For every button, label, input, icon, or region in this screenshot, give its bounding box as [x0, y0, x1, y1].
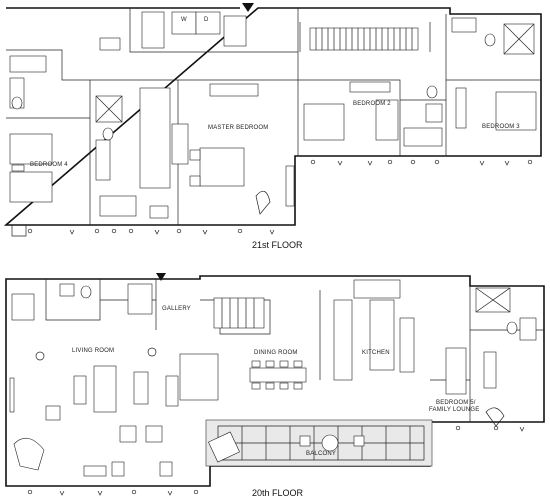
nightstand-icon	[11, 164, 25, 172]
ottoman-icon	[149, 205, 169, 219]
room-label-bedroom-4: BEDROOM 4	[30, 162, 68, 168]
dresser-icon	[349, 81, 391, 93]
table-icon	[83, 465, 107, 477]
bed-icon	[495, 91, 537, 131]
toilet-icon	[11, 96, 23, 110]
room-label-family-lounge: FAMILY LOUNGE	[429, 407, 480, 413]
closet	[127, 283, 153, 315]
sofa-icon	[445, 347, 467, 395]
room-label-kitchen: KITCHEN	[362, 350, 390, 356]
chair-icon	[45, 405, 61, 421]
washer-label: W	[181, 17, 187, 23]
table-icon	[483, 351, 497, 389]
upper-exterior-wall	[3, 7, 542, 226]
closet	[99, 37, 121, 51]
sofa-icon	[133, 371, 149, 405]
kitchen-counter	[333, 299, 353, 381]
toilet-icon	[426, 85, 438, 99]
lower-entry-arrow	[156, 273, 166, 281]
bookcase-icon	[165, 375, 179, 407]
lower-exterior-wall	[5, 275, 545, 487]
chair-icon	[485, 407, 505, 427]
toilet-icon	[506, 321, 518, 335]
piano-icon	[13, 437, 45, 471]
bathtub-icon	[403, 127, 443, 147]
upper-stair	[309, 27, 419, 51]
bed-icon	[199, 147, 245, 187]
room-label-dining-room: DINING ROOM	[254, 350, 298, 356]
sofa-icon	[93, 365, 117, 413]
vanity-icon	[519, 317, 537, 341]
closet	[375, 99, 399, 141]
bathtub-icon	[9, 55, 47, 73]
table-icon	[73, 375, 87, 405]
lower-stair	[213, 297, 265, 329]
upper-interior-walls	[6, 8, 541, 237]
lower-floor-plan	[5, 273, 545, 496]
kitchen-island	[353, 279, 401, 299]
chair-icon	[255, 190, 271, 215]
kitchen-island	[369, 299, 395, 371]
upper-entry-arrow	[242, 3, 254, 12]
vanity-icon	[59, 283, 75, 297]
chair-icon	[111, 461, 125, 477]
dryer-label: D	[204, 17, 209, 23]
bathtub-icon	[99, 195, 137, 217]
dryer-icon	[195, 11, 221, 35]
lower-window-markers	[27, 425, 525, 496]
dining-table-icon	[249, 367, 307, 383]
bed-icon	[9, 133, 53, 165]
chair-icon	[159, 461, 173, 477]
sofa-icon	[179, 353, 219, 401]
toilet-icon	[80, 285, 92, 299]
dresser-icon	[171, 123, 189, 165]
room-label-bedroom-3: BEDROOM 3	[482, 124, 520, 130]
floor-title-20th: 20th FLOOR	[252, 488, 304, 498]
dresser-icon	[455, 87, 467, 129]
floor-title-21st: 21st FLOOR	[252, 240, 303, 250]
lamp-icon	[35, 351, 45, 361]
chair-icon	[119, 425, 137, 443]
room-label-master-bedroom: MASTER BEDROOM	[208, 125, 269, 131]
desk-icon	[285, 165, 295, 207]
kitchen-counter	[399, 317, 415, 373]
closet	[11, 293, 35, 321]
vanity-icon	[425, 103, 443, 123]
chair-icon	[145, 425, 163, 443]
closet	[139, 87, 171, 189]
closet	[141, 11, 165, 49]
room-label-balcony: BALCONY	[306, 451, 337, 457]
console-icon	[9, 377, 15, 413]
bed-icon	[303, 103, 345, 141]
upper-floor-plan	[3, 3, 542, 237]
vanity-icon	[95, 139, 111, 181]
nightstand-icon	[189, 149, 201, 161]
upper-window-markers	[27, 159, 533, 235]
lamp-icon	[147, 347, 157, 357]
room-label-gallery: GALLERY	[162, 306, 191, 312]
dresser-icon	[209, 83, 259, 97]
balcony	[205, 419, 433, 467]
toilet-icon	[102, 127, 114, 141]
room-label-bedroom-5: BEDROOM 5/	[436, 400, 476, 406]
room-label-bedroom-2: BEDROOM 2	[353, 101, 391, 107]
room-label-living-room: LIVING ROOM	[72, 348, 115, 354]
vanity-icon	[451, 17, 477, 33]
dining-chairs	[251, 360, 303, 390]
toilet-icon	[484, 33, 496, 47]
nightstand-icon	[189, 175, 201, 187]
bed-icon	[9, 171, 53, 203]
closet	[223, 15, 247, 47]
